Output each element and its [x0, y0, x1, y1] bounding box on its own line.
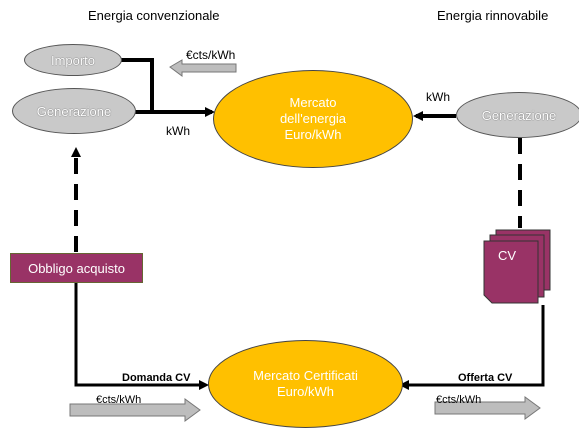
node-generazione-rinnovabile: Generazione	[456, 92, 579, 138]
cv-certificates-stack	[483, 229, 551, 304]
node-generazione-convenzionale: Generazione	[12, 88, 136, 134]
offerta-connector	[399, 305, 545, 390]
node-obbligo-acquisto-label: Obbligo acquisto	[28, 260, 125, 276]
label-kwh-left: kWh	[166, 124, 190, 138]
cv-label: CV	[498, 248, 517, 263]
price-arrow-top	[169, 59, 237, 77]
node-importo-label: Importo	[50, 52, 96, 68]
label-cts-bottom-left: €cts/kWh	[96, 394, 142, 406]
node-generazione-convenzionale-label: Generazione	[36, 103, 112, 119]
mercato-certificati-line-1: Mercato Certificati	[253, 368, 358, 383]
label-cts-top: €cts/kWh	[186, 48, 236, 62]
label-kwh-right: kWh	[426, 90, 450, 104]
price-arrow-bottom-left	[69, 398, 201, 422]
mercato-certificati-line-2: Euro/kWh	[276, 384, 335, 399]
node-mercato-energia: Mercato dell'energia Euro/kWh	[213, 70, 413, 168]
label-cts-bottom-right: €cts/kWh	[436, 394, 482, 406]
header-energia-rinnovabile: Energia rinnovabile	[437, 8, 549, 23]
importo-connector	[120, 58, 154, 112]
mercato-energia-line-3: Euro/kWh	[284, 127, 342, 142]
node-mercato-certificati: Mercato Certificati Euro/kWh	[208, 340, 403, 428]
label-domanda-cv: Domanda CV	[122, 372, 191, 384]
header-energia-convenzionale: Energia convenzionale	[88, 8, 220, 23]
mercato-energia-line-2: dell'energia	[279, 111, 347, 126]
price-arrow-bottom-right	[434, 396, 541, 420]
node-obbligo-acquisto: Obbligo acquisto	[10, 253, 143, 283]
label-offerta-cv: Offerta CV	[458, 372, 513, 384]
mercato-energia-line-1: Mercato	[289, 95, 337, 110]
domanda-connector	[74, 282, 209, 390]
node-generazione-rinnovabile-label: Generazione	[481, 107, 557, 123]
node-importo: Importo	[24, 44, 122, 76]
